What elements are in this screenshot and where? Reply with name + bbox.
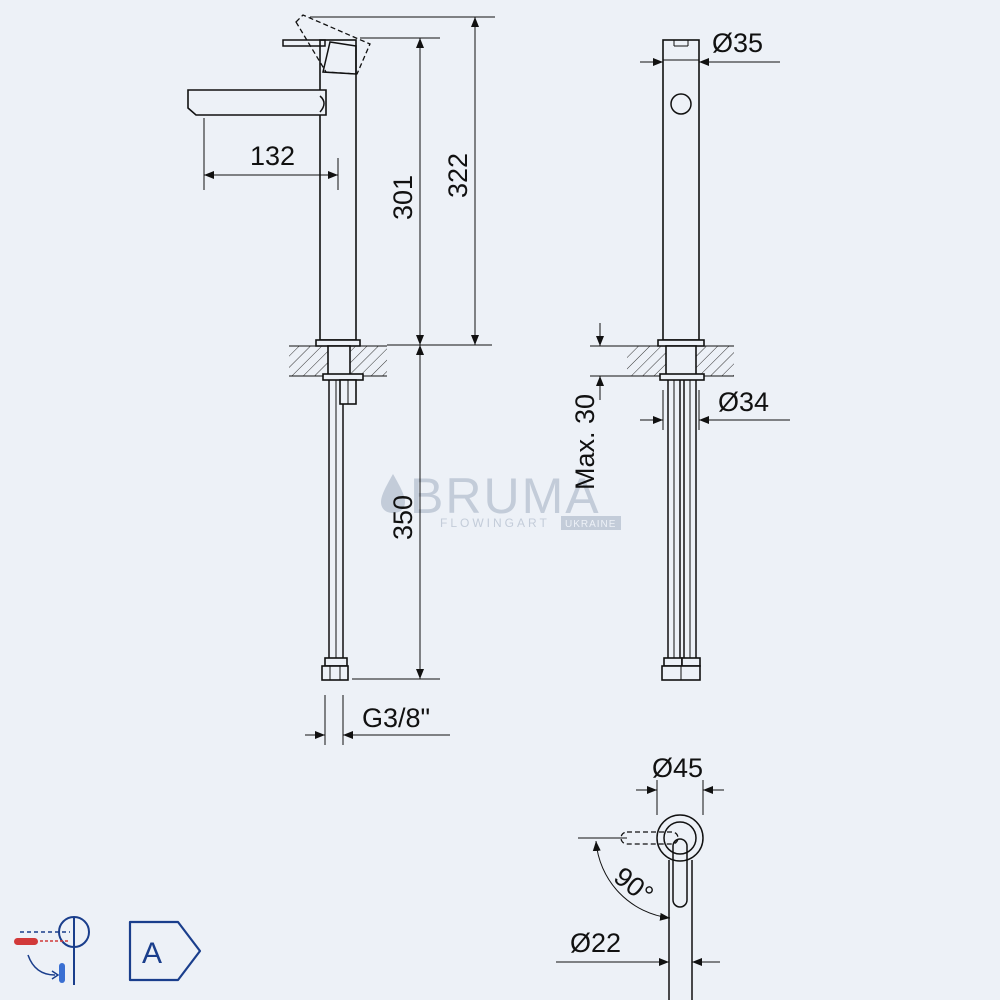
dim-rotation: 90° [608,861,659,910]
base-plate [315,339,361,347]
dim-spout-height: 301 [388,175,418,220]
dim-shank-diameter: Ø34 [718,387,769,417]
energy-class-badge-icon: A [128,920,202,982]
dim-hose-length: 350 [388,495,418,540]
rotation-arc [592,840,671,921]
side-dimensions: Ø35 Max. 30 Ø34 [570,28,790,490]
dim-handle-diameter: Ø45 [652,753,703,783]
single-lever-mixer-icon [14,916,90,985]
fixing-nut [322,373,364,381]
watermark-region: UKRAINE [565,519,616,530]
brand-watermark: BRUMA FLOWINGART UKRAINE [381,468,621,530]
top-view [620,814,704,1000]
dim-total-height: 322 [443,153,473,198]
dim-body-diameter: Ø35 [712,28,763,58]
side-body [662,39,700,341]
lever-top [672,838,688,908]
lever-rotated-top [620,831,679,845]
handle-rosette [656,814,704,862]
watermark-tagline: FLOWINGART [440,516,550,530]
energy-class-label: A [142,937,162,970]
lever-rotated [295,14,371,75]
dim-connection: G3/8" [362,703,430,733]
aerator-circle [670,93,692,115]
front-view [187,14,387,681]
front-dimensions: 132 301 322 350 G3/8" [203,16,495,745]
side-view [627,39,734,681]
lever-cartridge [322,41,357,75]
droplet-icon [381,474,405,513]
top-dimensions: Ø45 90° Ø22 [556,753,724,966]
dim-lever-diameter: Ø22 [570,928,621,958]
dim-deck-thickness: Max. 30 [570,394,600,490]
watermark-brand: BRUMA [410,468,601,524]
hose-fitting [321,665,349,681]
spout [187,89,327,116]
dim-spout-reach: 132 [250,141,295,171]
lever-solid [282,39,326,47]
